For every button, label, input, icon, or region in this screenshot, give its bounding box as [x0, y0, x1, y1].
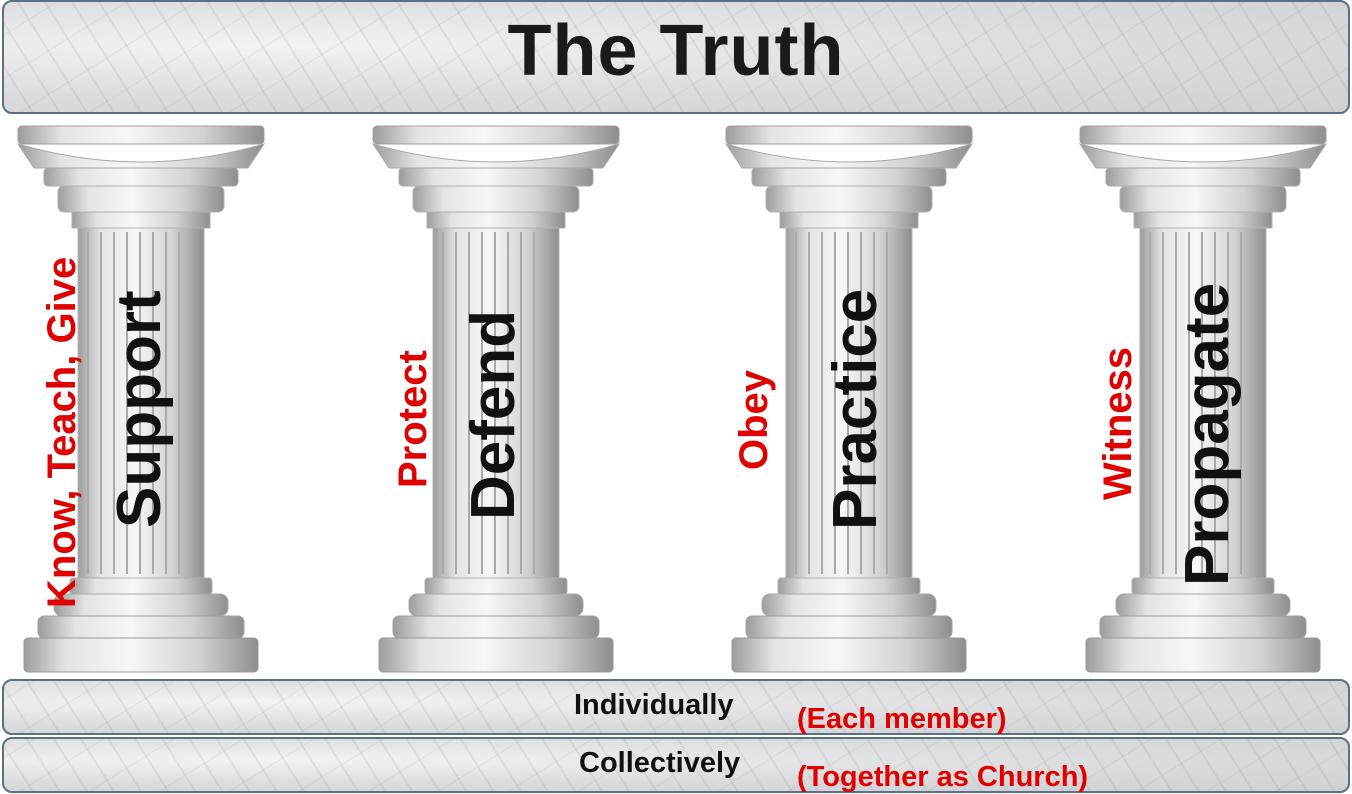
pillar-support [10, 120, 272, 676]
pillar-label-propagate: Propagate [1173, 282, 1242, 586]
action-label-propagate: Witness [1096, 346, 1140, 500]
foundation-beam-collectively: Collectively (Together as Church) [2, 737, 1350, 793]
column-graphic [371, 125, 621, 673]
top-beam: The Truth [2, 0, 1350, 114]
column-graphic [1078, 125, 1328, 673]
pillar-label-support: Support [105, 290, 174, 528]
column-graphic [724, 125, 974, 673]
foundation-beam-individually: Individually (Each member) [2, 679, 1350, 735]
collectively-note: (Together as Church) [797, 761, 1089, 793]
pillar-defend [365, 120, 627, 676]
pillar-practice [718, 120, 980, 676]
pillar-label-defend: Defend [459, 309, 528, 520]
action-label-practice: Obey [732, 369, 776, 470]
pillar-label-practice: Practice [821, 288, 890, 530]
individually-note: (Each member) [797, 703, 1007, 735]
action-label-support: Know, Teach, Give [40, 256, 84, 608]
individually-label: Individually [574, 689, 734, 721]
collectively-label: Collectively [579, 747, 741, 779]
diagram-title: The Truth [507, 11, 845, 91]
column-graphic [16, 125, 266, 673]
pillar-propagate [1072, 120, 1334, 676]
action-label-defend: Protect [391, 350, 435, 488]
